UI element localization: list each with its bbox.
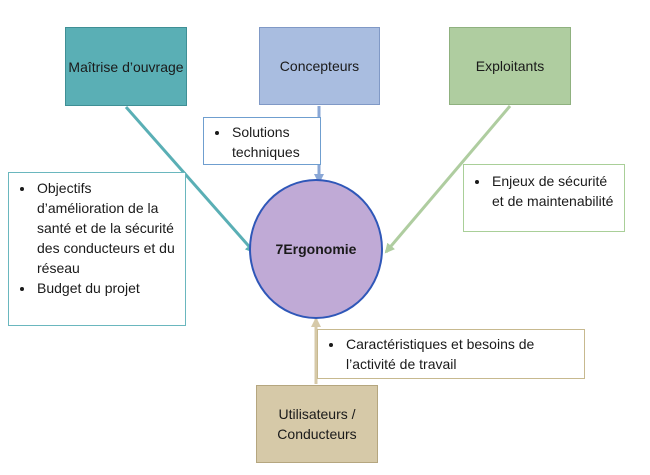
- note-solutions: Solutions techniques: [203, 117, 321, 165]
- node-label: Concepteurs: [279, 58, 360, 74]
- note-objectifs: Objectifs d’amélioration de la santé et …: [8, 172, 186, 326]
- list-item: Objectifs d’amélioration de la santé et …: [35, 178, 181, 278]
- list-item: Enjeux de sécurité et de maintenabilité: [490, 171, 620, 211]
- arrow-exploitants-to-center: [384, 105, 512, 254]
- node-label: Maîtrise d’ouvrage: [68, 58, 184, 75]
- node-exploitants: Exploitants: [449, 27, 571, 105]
- list-item: Budget du projet: [35, 278, 181, 298]
- center-label: 7Ergonomie: [275, 241, 357, 257]
- node-concepteurs: Concepteurs: [259, 27, 380, 105]
- note-enjeux: Enjeux de sécurité et de maintenabilité: [463, 164, 625, 232]
- list-item: Solutions techniques: [230, 122, 316, 162]
- node-label: Utilisateurs / Conducteurs: [277, 406, 357, 442]
- node-utilisateurs: Utilisateurs / Conducteurs: [256, 385, 378, 463]
- center-node-ergonomie: 7Ergonomie: [249, 179, 383, 319]
- node-label: Exploitants: [475, 58, 545, 74]
- list-item: Caractéristiques et besoins de l’activit…: [344, 334, 580, 374]
- note-caracteristiques: Caractéristiques et besoins de l’activit…: [317, 329, 585, 379]
- node-maitrise-ouvrage: Maîtrise d’ouvrage: [65, 27, 187, 106]
- arrow-maitrise-to-center: [124, 106, 256, 254]
